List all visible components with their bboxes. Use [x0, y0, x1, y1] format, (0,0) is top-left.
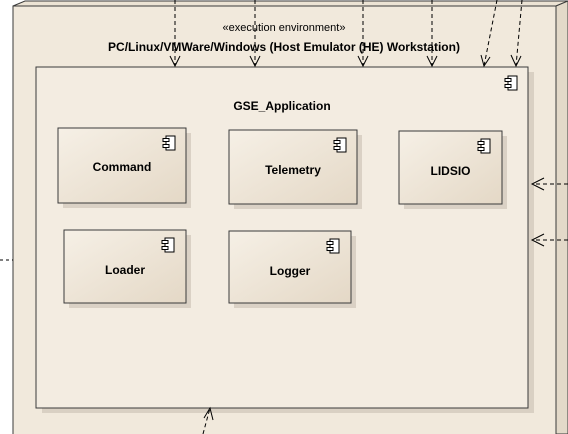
application-title: GSE_Application — [233, 99, 331, 113]
dependency-arrow-bottom — [202, 406, 214, 434]
component-loader[interactable] — [63, 229, 191, 308]
component-label-telemetry: Telemetry — [265, 163, 321, 177]
component-label-lidsio: LIDSIO — [430, 164, 471, 178]
component-command[interactable] — [57, 127, 191, 208]
dependency-arrows-top — [169, 0, 523, 68]
node-top-face — [12, 0, 568, 7]
dependency-arrows-right — [530, 177, 568, 247]
component-label-loader: Loader — [104, 263, 145, 277]
component-label-logger: Logger — [269, 264, 311, 278]
component-label-command: Command — [92, 160, 152, 174]
component-logger[interactable] — [228, 230, 356, 308]
component-telemetry[interactable] — [228, 129, 362, 209]
node-stereotype: «execution environment» — [222, 22, 346, 34]
node-title: PC/Linux/VMWare/Windows (Host Emulator (… — [108, 40, 460, 54]
node-side-face — [555, 0, 568, 434]
dependency-arrow — [483, 0, 498, 67]
component-lidsio[interactable] — [398, 130, 507, 209]
